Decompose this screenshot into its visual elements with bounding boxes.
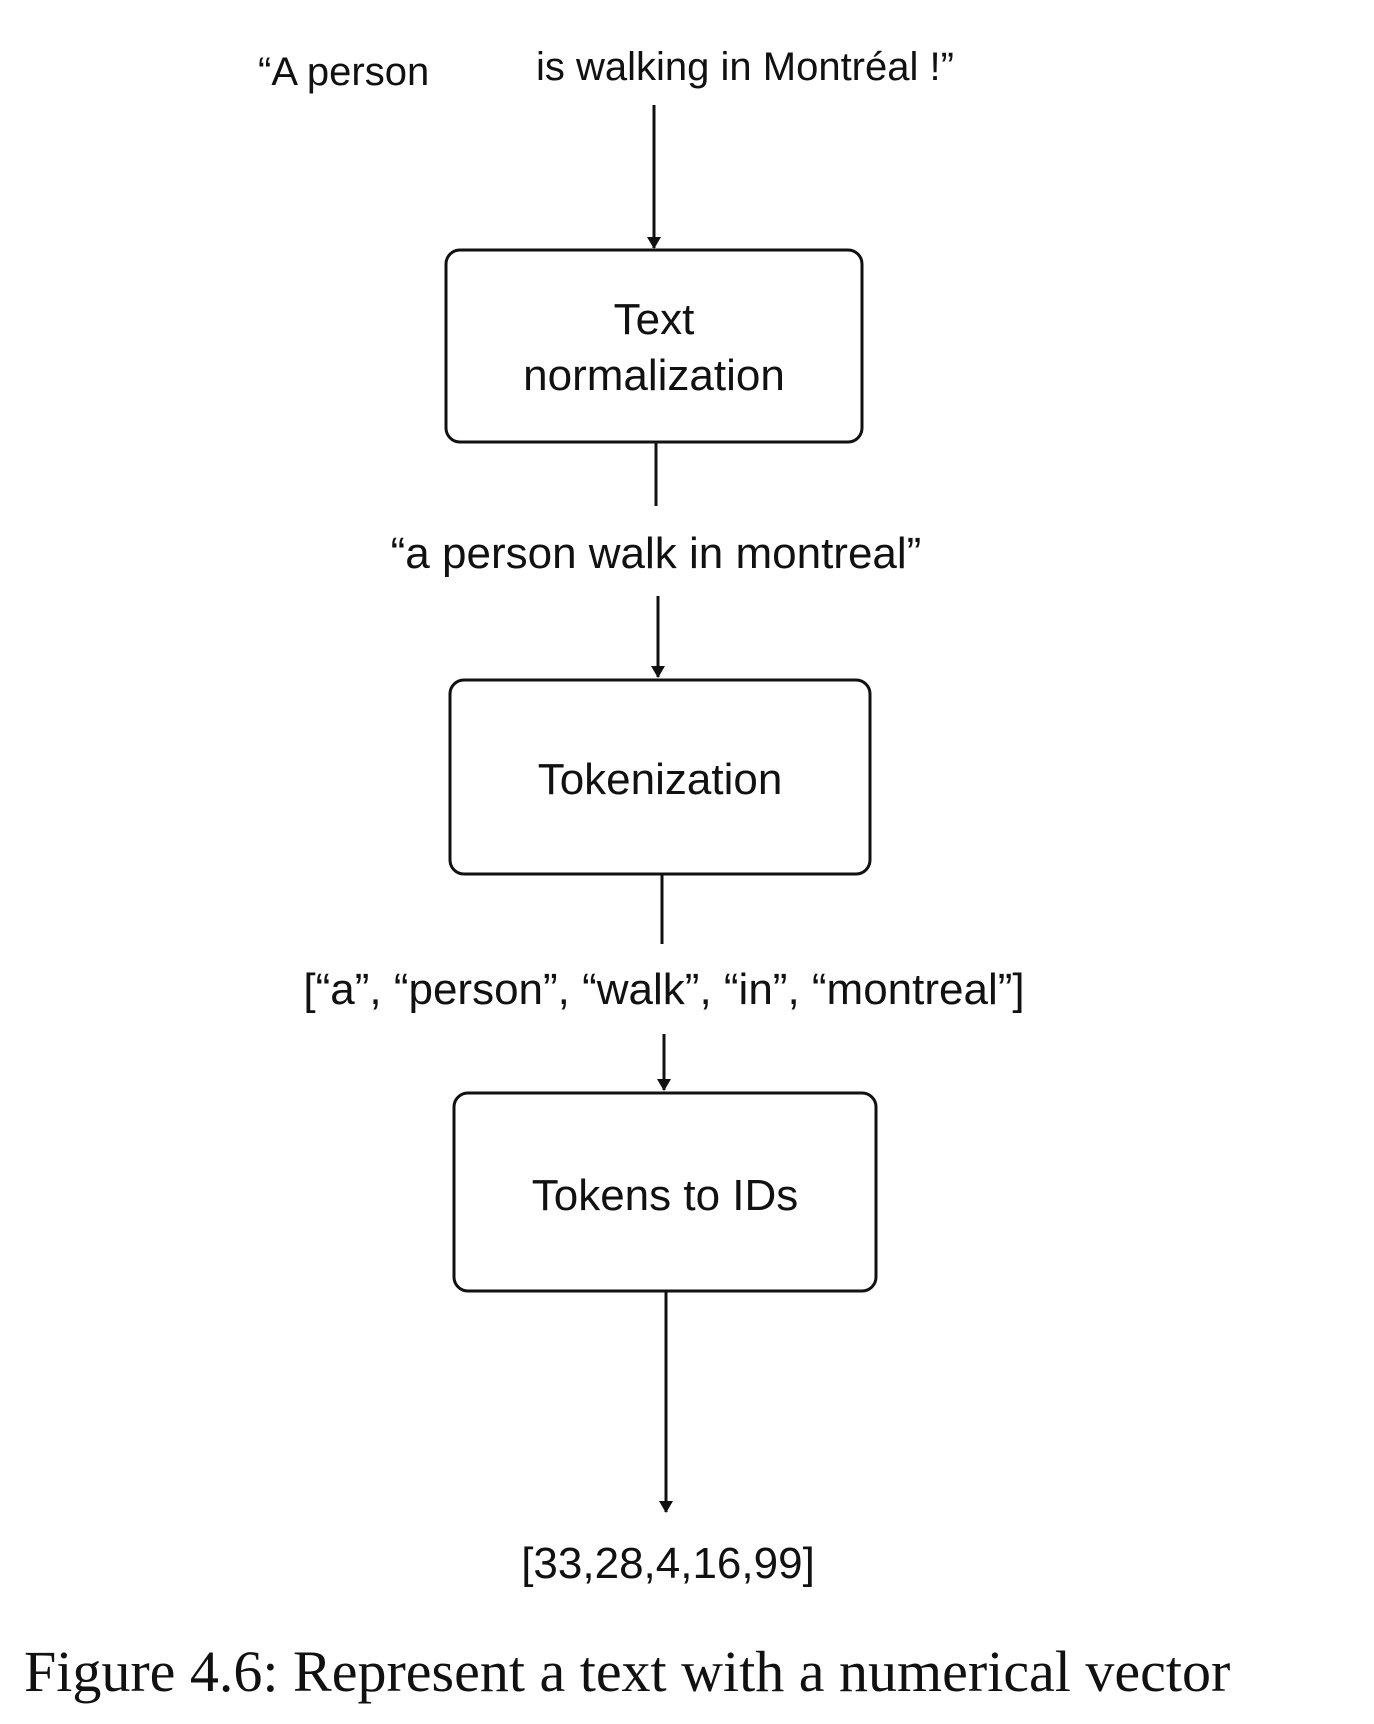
text-normalization-label-line2: normalization bbox=[523, 351, 785, 400]
text-normalization-label-line1: Text bbox=[614, 295, 695, 344]
input-text-part1: “A person bbox=[258, 50, 429, 94]
normalized-text-output: “a person walk in montreal” bbox=[391, 529, 922, 578]
figure-caption: Figure 4.6: Represent a text with a nume… bbox=[24, 1639, 1231, 1704]
text-normalization-box bbox=[444, 248, 864, 444]
input-text-part2: is walking in Montréal !” bbox=[536, 45, 954, 89]
numeric-vector-output: [33,28,4,16,99] bbox=[521, 1539, 815, 1588]
tokens-to-ids-label: Tokens to IDs bbox=[532, 1171, 799, 1220]
token-list-output: [“a”, “person”, “walk”, “in”, “montreal”… bbox=[303, 965, 1024, 1014]
tokenization-label: Tokenization bbox=[538, 755, 783, 804]
tokenization-box bbox=[448, 678, 872, 876]
